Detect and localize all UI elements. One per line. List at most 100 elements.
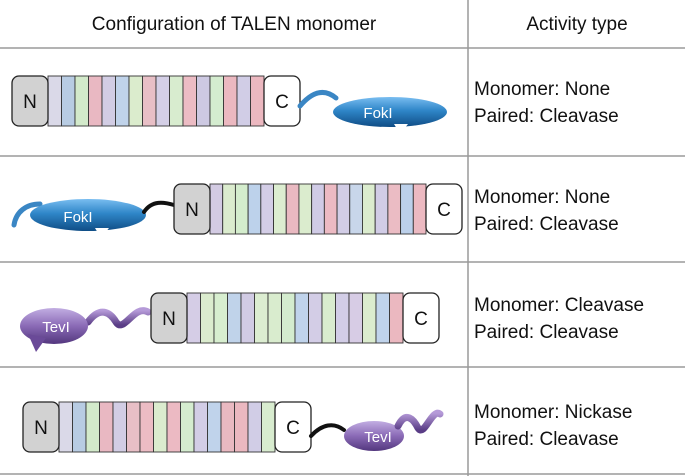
repeat-module [236, 75, 251, 127]
n-terminal-box [150, 292, 188, 344]
repeat-module [387, 183, 402, 235]
repeat-module [308, 292, 323, 344]
n-terminal-label: N [162, 309, 176, 330]
c-terminal-box [402, 292, 440, 344]
n-terminal-box [22, 401, 60, 453]
repeat-module [142, 75, 157, 127]
tevI-tail [394, 409, 444, 434]
repeat-module [180, 401, 195, 453]
repeat-module [273, 183, 287, 235]
repeat-module [220, 401, 235, 453]
n-terminal-box [173, 183, 211, 235]
repeat-module [294, 292, 309, 344]
repeat-module [182, 75, 197, 127]
repeat-module [115, 75, 130, 127]
n-terminal-label: N [185, 200, 199, 221]
c-terminal-label: C [275, 92, 289, 113]
repeat-module [222, 183, 236, 235]
activity-monomer: Monomer: Nickase [474, 402, 632, 423]
repeat-module [169, 75, 184, 127]
repeat-module [323, 183, 338, 235]
activity-monomer: Monomer: Cleavase [474, 295, 644, 316]
repeat-module [99, 401, 114, 453]
repeat-module [234, 183, 249, 235]
repeat-array [47, 75, 265, 127]
repeat-module [72, 401, 87, 453]
repeat-module [311, 183, 325, 235]
repeat-module [400, 183, 414, 235]
activity-monomer: Monomer: None [474, 187, 610, 208]
row-2-construct: FokI N C [11, 183, 463, 238]
tevI-domain [344, 421, 404, 451]
header-configuration: Configuration of TALEN monomer [92, 14, 377, 35]
repeat-module [298, 183, 313, 235]
row-4-construct: N C TevI [22, 401, 444, 453]
row-3-construct: TevI N C [20, 292, 440, 352]
activity-paired: Paired: Cleavase [474, 214, 619, 235]
repeat-module [47, 75, 62, 127]
row-1-construct: N C FokI [11, 75, 447, 134]
repeat-module [250, 75, 265, 127]
repeat-module [61, 75, 76, 127]
repeat-module [112, 401, 127, 453]
tevI-label: TevI [42, 319, 70, 336]
repeat-module [209, 183, 224, 235]
repeat-module [227, 292, 242, 344]
repeat-module [58, 401, 73, 453]
c-terminal-label: C [286, 418, 300, 439]
fokI-domain [30, 199, 146, 231]
repeat-module [155, 75, 170, 127]
repeat-array [209, 183, 427, 235]
c-terminal-box [425, 183, 463, 235]
fokI-notch [394, 124, 408, 134]
repeat-module [209, 75, 224, 127]
tevI-tail [28, 334, 46, 352]
repeat-module [349, 183, 363, 235]
linker-strand [142, 200, 176, 214]
repeat-module [128, 75, 143, 127]
c-terminal-label: C [414, 309, 428, 330]
repeat-module [196, 75, 211, 127]
repeat-module [247, 401, 262, 453]
repeat-module [234, 401, 249, 453]
n-terminal-label: N [34, 418, 48, 439]
repeat-module [362, 183, 376, 235]
header-activity-type: Activity type [526, 14, 627, 35]
repeat-module [126, 401, 141, 453]
repeat-module [153, 401, 168, 453]
n-terminal-label: N [23, 92, 37, 113]
repeat-module [254, 292, 269, 344]
repeat-module [74, 75, 89, 127]
repeat-module [207, 401, 222, 453]
repeat-module [85, 401, 100, 453]
tevI-domain [20, 308, 88, 344]
repeat-module [335, 292, 350, 344]
repeat-module [88, 75, 103, 127]
activity-paired: Paired: Cleavase [474, 429, 619, 450]
repeat-module [139, 401, 154, 453]
repeat-array [186, 292, 404, 344]
repeat-module [281, 292, 296, 344]
linker-strand [309, 423, 346, 438]
activity-paired: Paired: Cleavase [474, 322, 619, 343]
fokI-tail [11, 201, 43, 228]
activity-paired: Paired: Cleavase [474, 106, 619, 127]
repeat-array [58, 401, 276, 453]
fokI-notch [95, 228, 109, 238]
n-terminal-box [11, 75, 49, 127]
repeat-module [348, 292, 363, 344]
repeat-module [240, 292, 255, 344]
fokI-label: FokI [363, 105, 392, 122]
repeat-module [166, 401, 181, 453]
repeat-module [200, 292, 215, 344]
repeat-module [389, 292, 404, 344]
fokI-domain [333, 97, 447, 127]
repeat-module [223, 75, 238, 127]
repeat-module [261, 401, 276, 453]
activity-monomer: Monomer: None [474, 79, 610, 100]
repeat-module [193, 401, 208, 453]
repeat-module [260, 183, 274, 235]
c-terminal-label: C [437, 200, 451, 221]
